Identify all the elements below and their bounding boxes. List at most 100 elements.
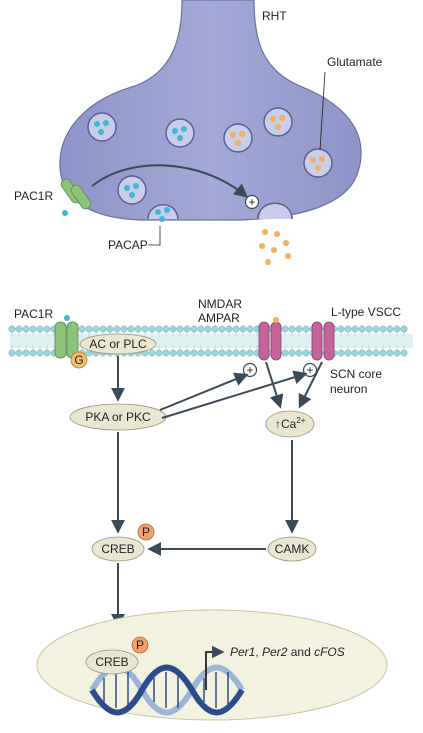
lipid-head bbox=[148, 325, 156, 333]
lipid-head bbox=[204, 325, 212, 333]
lipid-head bbox=[15, 325, 23, 333]
ac-plc-node bbox=[79, 333, 157, 355]
calcium-charge: 2+ bbox=[296, 416, 305, 425]
dna-helix bbox=[89, 664, 245, 716]
pka-pkc-label: PKA or PKC bbox=[85, 410, 151, 424]
pacap-vesicle bbox=[165, 118, 195, 148]
lipid-head bbox=[148, 349, 156, 357]
nuclear-creb-label: CREB bbox=[95, 655, 128, 669]
plus-sign: + bbox=[306, 363, 313, 377]
lipid-head bbox=[43, 325, 51, 333]
lipid-head bbox=[302, 325, 310, 333]
lipid-head bbox=[246, 349, 254, 357]
lipid-head bbox=[393, 349, 401, 357]
pacap-vesicle bbox=[87, 112, 117, 142]
creb-node bbox=[91, 536, 145, 562]
rht-terminal bbox=[59, 0, 362, 221]
lipid-head bbox=[22, 349, 30, 357]
gene-conjunction: and bbox=[287, 645, 314, 659]
lipid-head bbox=[337, 349, 345, 357]
lipid-head bbox=[379, 325, 387, 333]
lipid-head bbox=[92, 325, 100, 333]
facilitation-arrow bbox=[91, 164, 249, 198]
lipid-head bbox=[232, 325, 240, 333]
lipid-head bbox=[36, 349, 44, 357]
lipid-head bbox=[183, 325, 191, 333]
lipid-head bbox=[386, 325, 394, 333]
lipid-head bbox=[302, 349, 310, 357]
plus-sign: + bbox=[246, 363, 253, 377]
lipid-head bbox=[246, 325, 254, 333]
lipid-head bbox=[295, 325, 303, 333]
pacap-vesicle bbox=[117, 175, 147, 205]
lipid-head bbox=[218, 349, 226, 357]
lipid-head bbox=[169, 325, 177, 333]
glutamate-leader bbox=[319, 71, 326, 151]
lipid-head bbox=[211, 349, 219, 357]
lipid-head bbox=[204, 349, 212, 357]
lipid-head bbox=[127, 325, 135, 333]
gene-per1: Per1 bbox=[230, 645, 255, 659]
glutamate-vesicle bbox=[263, 107, 293, 137]
g-protein bbox=[70, 351, 88, 369]
pacap-label: PACAP bbox=[108, 238, 148, 252]
lipid-head bbox=[295, 349, 303, 357]
arrow-nmdar-to-ca bbox=[265, 361, 284, 409]
camk-label: CAMK bbox=[275, 542, 310, 556]
nucleus bbox=[36, 609, 388, 721]
plus-sign: + bbox=[248, 195, 255, 209]
creb-label: CREB bbox=[101, 542, 134, 556]
vscc-label: L-type VSCC bbox=[331, 305, 401, 319]
pac1r-post-label: PAC1R bbox=[14, 307, 53, 321]
lipid-head bbox=[218, 325, 226, 333]
lipid-head bbox=[344, 349, 352, 357]
lipid-head bbox=[372, 349, 380, 357]
lipid-head bbox=[43, 349, 51, 357]
lipid-head bbox=[288, 325, 296, 333]
lipid-head bbox=[358, 325, 366, 333]
arrow-pka-to-nmdar bbox=[159, 372, 249, 411]
lipid-head bbox=[197, 349, 205, 357]
lipid-head bbox=[386, 349, 394, 357]
released-glutamate bbox=[259, 229, 291, 265]
lipid-head bbox=[197, 325, 205, 333]
lipid-head bbox=[162, 325, 170, 333]
lipid-head bbox=[211, 325, 219, 333]
target-genes: Per1, Per2 and cFOS bbox=[230, 645, 345, 659]
lipid-head bbox=[162, 349, 170, 357]
lipid-head bbox=[351, 349, 359, 357]
gene-separator: , bbox=[255, 645, 262, 659]
camk-node bbox=[267, 536, 317, 562]
lipid-head bbox=[281, 325, 289, 333]
lipid-head bbox=[141, 325, 149, 333]
lipid-head bbox=[365, 325, 373, 333]
rht-label: RHT bbox=[262, 9, 287, 23]
phospho-badge bbox=[137, 523, 155, 541]
lipid-head bbox=[15, 349, 23, 357]
lipid-head bbox=[400, 325, 408, 333]
lipid-head bbox=[365, 349, 373, 357]
signalling-arrows bbox=[111, 356, 323, 628]
gene-cfos: cFOS bbox=[314, 645, 345, 659]
lipid-head bbox=[22, 325, 30, 333]
lipid-head bbox=[344, 325, 352, 333]
lipid-head bbox=[351, 325, 359, 333]
lipid-head bbox=[239, 349, 247, 357]
lipid-head bbox=[190, 349, 198, 357]
glutamate-vesicle bbox=[223, 123, 253, 153]
scn-label-line2: neuron bbox=[330, 382, 367, 396]
lipid-head bbox=[393, 325, 401, 333]
calcium-up-arrow: ↑ bbox=[275, 417, 281, 431]
phospho-label: P bbox=[142, 525, 150, 539]
pacap-leader bbox=[148, 226, 161, 246]
arrow-pka-to-vscc bbox=[161, 370, 308, 419]
lipid-head bbox=[78, 325, 86, 333]
lipid-head bbox=[232, 349, 240, 357]
lipid-head bbox=[358, 349, 366, 357]
lipid-head bbox=[225, 349, 233, 357]
glutamate-vesicle-fusing bbox=[257, 202, 293, 220]
ampar-label: AMPAR bbox=[198, 311, 240, 325]
lipid-head bbox=[190, 325, 198, 333]
lipid-head bbox=[85, 325, 93, 333]
lipid-head bbox=[372, 325, 380, 333]
